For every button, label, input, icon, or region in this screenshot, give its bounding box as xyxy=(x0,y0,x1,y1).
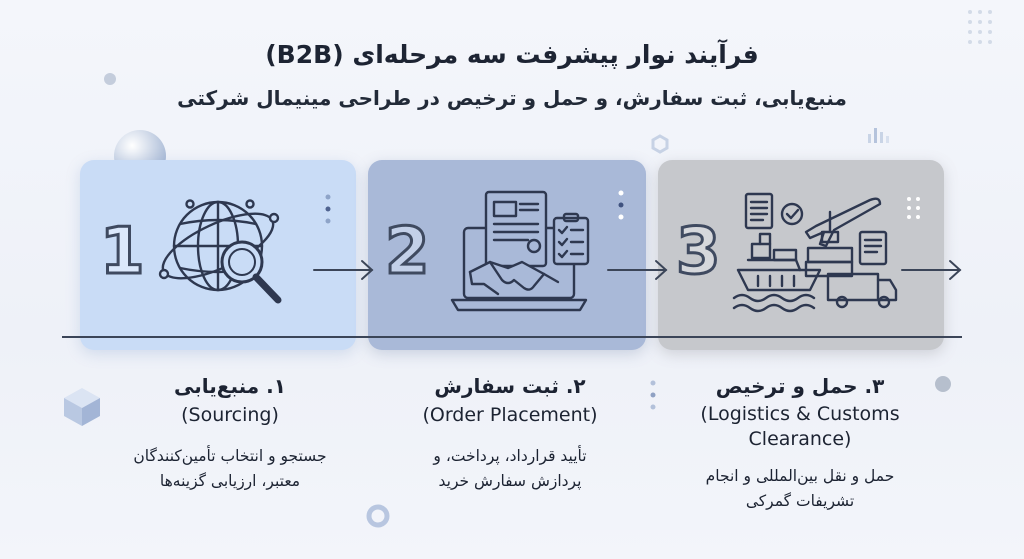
arrow-right-icon xyxy=(607,260,668,280)
dots-decoration-left xyxy=(650,380,656,410)
page-subtitle: منبع‌یابی، ثبت سفارش، و حمل و ترخیص در ط… xyxy=(177,86,847,110)
step-3-english-line-1: (Logistics & Customs xyxy=(700,403,900,425)
step-2-title: ۲. ثبت سفارش xyxy=(434,374,586,398)
step-3-dots xyxy=(907,197,920,219)
ring-decoration xyxy=(366,504,390,528)
step-1-title: ۱. منبع‌یابی xyxy=(174,374,286,398)
step-1-description-line-1: جستجو و انتخاب تأمین‌کنندگان xyxy=(133,447,327,465)
dot-grid-decoration xyxy=(968,10,992,44)
step-3-card xyxy=(658,160,944,350)
globe-magnifier-icon xyxy=(158,199,282,304)
sphere-decoration-right xyxy=(935,376,951,392)
step-3-number: 3 xyxy=(675,215,723,289)
step-3-description-line-2: تشریفات گمرکی xyxy=(745,492,855,510)
cube-decoration xyxy=(64,388,100,426)
bar-chart-decoration xyxy=(868,128,889,143)
hexagon-decoration xyxy=(651,134,669,154)
arrow-right-icon xyxy=(313,260,374,280)
step-2-description-line-2: پردازش سفارش خرید xyxy=(438,472,582,490)
page-title: فرآیند نوار پیشرفت سه مرحله‌ای (B2B) xyxy=(265,40,759,69)
step-1-english: (Sourcing) xyxy=(181,404,279,426)
ship-plane-truck-icon xyxy=(732,192,898,313)
step-3-english-line-2: Clearance) xyxy=(748,428,852,450)
laptop-handshake-icon xyxy=(450,190,590,312)
sphere-decoration-small xyxy=(104,73,116,85)
step-1-number: 1 xyxy=(99,215,147,289)
step-2-dots xyxy=(618,190,624,220)
step-1-dots xyxy=(325,194,331,224)
step-2-english: (Order Placement) xyxy=(422,404,598,426)
step-3-title: ۳. حمل و ترخیص xyxy=(715,374,885,398)
arrow-right-icon xyxy=(901,260,962,280)
step-2-description-line-1: تأیید قرارداد، پرداخت، و xyxy=(433,447,587,465)
progress-baseline xyxy=(62,336,962,338)
step-3-description-line-1: حمل و نقل بین‌المللی و انجام xyxy=(705,467,895,485)
step-1-description-line-2: معتبر، ارزیابی گزینه‌ها xyxy=(159,472,301,490)
step-2-number: 2 xyxy=(384,215,432,289)
